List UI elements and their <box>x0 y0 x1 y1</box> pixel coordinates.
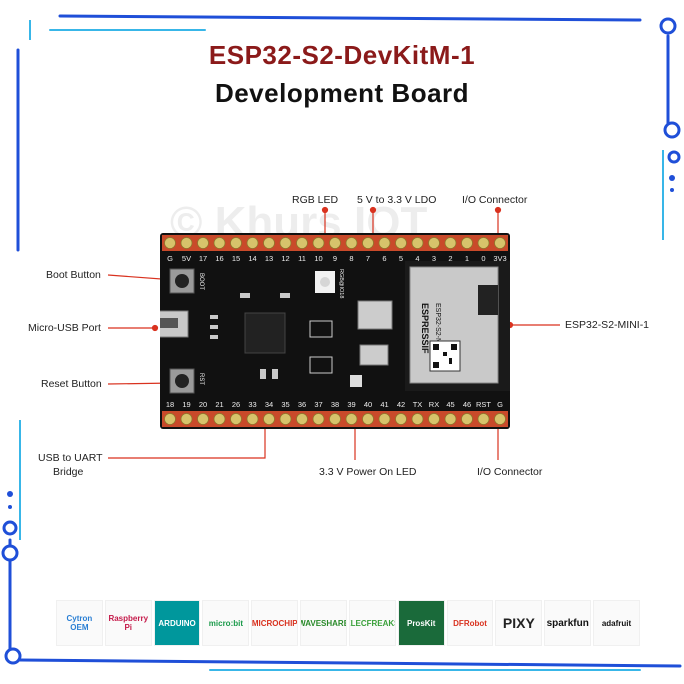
logo-waveshare: WAVESHARE <box>300 600 347 646</box>
top-pin-label-6: 13 <box>265 254 273 263</box>
top-pin-label-20: 3V3 <box>493 254 506 263</box>
top-pin-label-10: 9 <box>333 254 337 263</box>
bottom-pin-label-10: 38 <box>331 400 339 409</box>
logo-proskit: ProsKit <box>397 600 445 646</box>
top-pin-label-14: 5 <box>399 254 403 263</box>
logo-microchip: MICROCHIP <box>251 600 299 646</box>
top-pin-label-8: 11 <box>298 254 306 263</box>
bottom-pin-label-2: 20 <box>199 400 207 409</box>
label-power-led: 3.3 V Power On LED <box>319 466 417 478</box>
logo-dfrobot: DFRobot <box>446 600 494 646</box>
top-pin-label-7: 12 <box>281 254 289 263</box>
silk-boot: BOOT <box>198 273 204 290</box>
bottom-pin-label-19: RST <box>476 400 491 409</box>
bottom-pin-label-12: 40 <box>364 400 372 409</box>
logo-pixy: PIXY <box>495 600 543 646</box>
top-pin-label-18: 1 <box>465 254 469 263</box>
top-pin-label-16: 3 <box>432 254 436 263</box>
bottom-pin-label-5: 33 <box>248 400 256 409</box>
logo-cytron: Cytron OEM <box>56 600 103 646</box>
logo-sparkfun: sparkfun <box>544 600 592 646</box>
label-reset-button: Reset Button <box>41 378 102 390</box>
bottom-pin-label-16: RX <box>429 400 439 409</box>
top-pin-label-0: G <box>167 254 173 263</box>
label-boot-button: Boot Button <box>46 269 101 281</box>
logo-arduino: ARDUINO <box>153 600 201 646</box>
top-pin-label-4: 15 <box>232 254 240 263</box>
label-usb-uart-bridge: Bridge <box>53 466 84 478</box>
bottom-pin-label-11: 39 <box>347 400 355 409</box>
bottom-pin-label-18: 46 <box>463 400 471 409</box>
bottom-pin-label-8: 36 <box>298 400 306 409</box>
label-rgb-led: RGB LED <box>292 194 339 206</box>
bottom-pin-label-4: 26 <box>232 400 240 409</box>
top-pin-label-12: 7 <box>366 254 370 263</box>
page-title: ESP32-S2-DevKitM-1 <box>208 40 476 70</box>
top-pin-label-13: 6 <box>382 254 386 263</box>
bottom-pin-label-20: G <box>497 400 503 409</box>
label-module: ESP32-S2-MINI-1 <box>565 319 650 331</box>
label-usb-uart: USB to UART <box>38 452 103 464</box>
logo-microbit: micro:bit <box>202 600 250 646</box>
top-pin-label-5: 14 <box>248 254 256 263</box>
silk-rgb: RGB@IO18 <box>338 269 344 298</box>
partner-logos: Cytron OEM Raspberry Pi ARDUINO micro:bi… <box>56 600 640 646</box>
logo-elecfreaks: ELECFREAKS <box>348 600 396 646</box>
top-pin-label-11: 8 <box>349 254 353 263</box>
bottom-pin-label-1: 19 <box>182 400 190 409</box>
top-pin-label-2: 17 <box>199 254 207 263</box>
bottom-pin-label-14: 42 <box>397 400 405 409</box>
bottom-pin-label-13: 41 <box>380 400 388 409</box>
logo-adafruit: adafruit <box>593 600 640 646</box>
bottom-pin-labels: 18 19 20 21 26 33 34 35 36 37 38 39 40 41 42 TX RX 45 46 RS… <box>166 400 503 409</box>
label-ldo: 5 V to 3.3 V LDO <box>357 194 437 206</box>
silk-rst: RST <box>198 373 204 385</box>
bottom-pin-label-6: 34 <box>265 400 273 409</box>
label-io-connector-top: I/O Connector <box>462 194 528 206</box>
module-brand: ESPRESSIF <box>420 303 430 354</box>
module-name: ESP32-S2-MINI-1 <box>434 303 441 359</box>
bottom-pin-label-3: 21 <box>215 400 223 409</box>
label-micro-usb: Micro-USB Port <box>28 322 101 334</box>
top-pin-label-1: 5V <box>182 254 191 263</box>
bottom-pin-label-17: 45 <box>446 400 454 409</box>
top-pin-label-19: 0 <box>481 254 485 263</box>
page-subtitle: Development Board <box>214 78 470 108</box>
bottom-pin-label-9: 37 <box>314 400 322 409</box>
bottom-pin-label-15: TX <box>413 400 423 409</box>
logo-raspberry-pi: Raspberry Pi <box>104 600 152 646</box>
top-pin-label-15: 4 <box>415 254 419 263</box>
label-io-connector-bottom: I/O Connector <box>477 466 543 478</box>
top-pin-label-9: 10 <box>314 254 322 263</box>
top-pin-label-17: 2 <box>448 254 452 263</box>
top-pin-label-3: 16 <box>215 254 223 263</box>
bottom-pin-label-0: 18 <box>166 400 174 409</box>
bottom-pin-label-7: 35 <box>281 400 289 409</box>
